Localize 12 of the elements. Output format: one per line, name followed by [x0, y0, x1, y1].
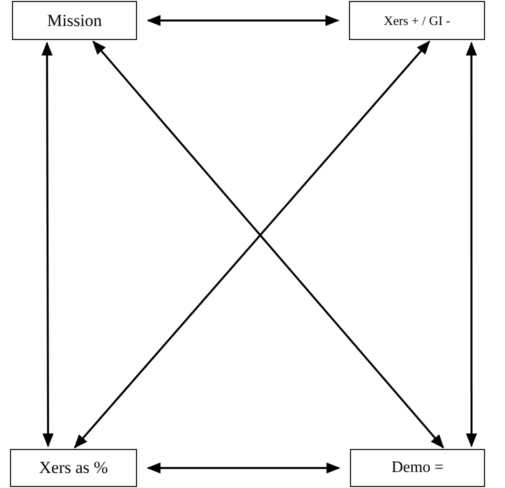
- text-box: [12, 1, 137, 40]
- box-label: Demo =: [391, 459, 444, 477]
- text-box: [10, 449, 137, 487]
- box-label: Mission: [47, 10, 102, 30]
- double-arrow: [41, 42, 54, 448]
- double-arrow: [466, 42, 478, 448]
- double-arrow: [146, 14, 340, 26]
- box-label: Xers + / GI -: [384, 12, 450, 28]
- text-box: [349, 1, 485, 40]
- double-arrow: [146, 462, 340, 474]
- box-label: Xers as %: [39, 458, 108, 478]
- text-box: [350, 449, 485, 487]
